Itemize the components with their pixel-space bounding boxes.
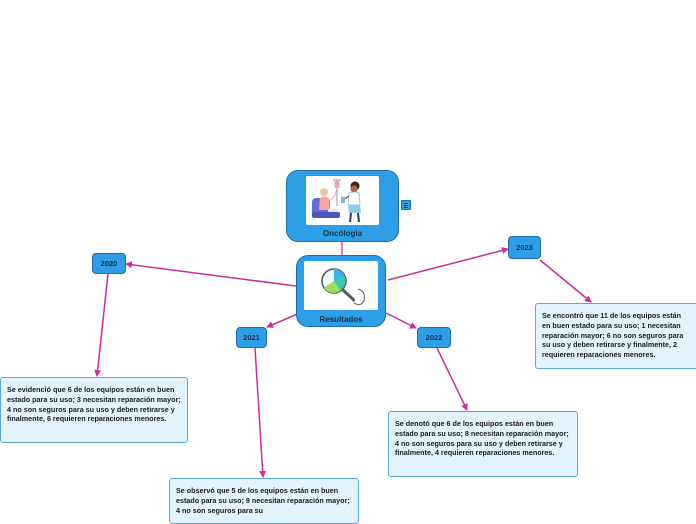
center-node-label: Resultados — [319, 315, 363, 324]
link-center-2020 — [125, 261, 297, 287]
link-2022-note — [436, 347, 468, 411]
note-2022[interactable]: Se denotó que 6 de los equipos están en … — [388, 411, 578, 477]
year-node-2020[interactable]: 2020 — [92, 253, 126, 274]
center-node-resultados[interactable]: Resultados — [296, 255, 386, 327]
notes-menu-icon[interactable] — [401, 200, 411, 210]
root-node-oncologia[interactable]: Oncólogia — [286, 170, 399, 242]
magnifying-glass-chart-illustration — [304, 261, 378, 310]
year-node-2021[interactable]: 2021 — [236, 327, 267, 348]
link-2020-note — [94, 273, 109, 377]
note-2023[interactable]: Se encontró que 11 de los equipos están … — [535, 303, 696, 369]
link-2023-note — [539, 259, 592, 303]
link-2021-note — [254, 347, 267, 478]
year-node-2022[interactable]: 2022 — [417, 327, 451, 348]
link-center-2022 — [385, 312, 417, 329]
note-2021[interactable]: Se observó que 5 de los equipos están en… — [169, 478, 359, 524]
year-node-2023[interactable]: 2023 — [508, 236, 541, 259]
nurse-patient-chemotherapy-illustration — [306, 176, 379, 225]
link-center-2023 — [387, 247, 509, 281]
root-node-label: Oncólogia — [322, 229, 363, 238]
link-center-2021 — [266, 312, 301, 328]
note-2020[interactable]: Se evidenció que 6 de los equipos están … — [0, 377, 188, 443]
